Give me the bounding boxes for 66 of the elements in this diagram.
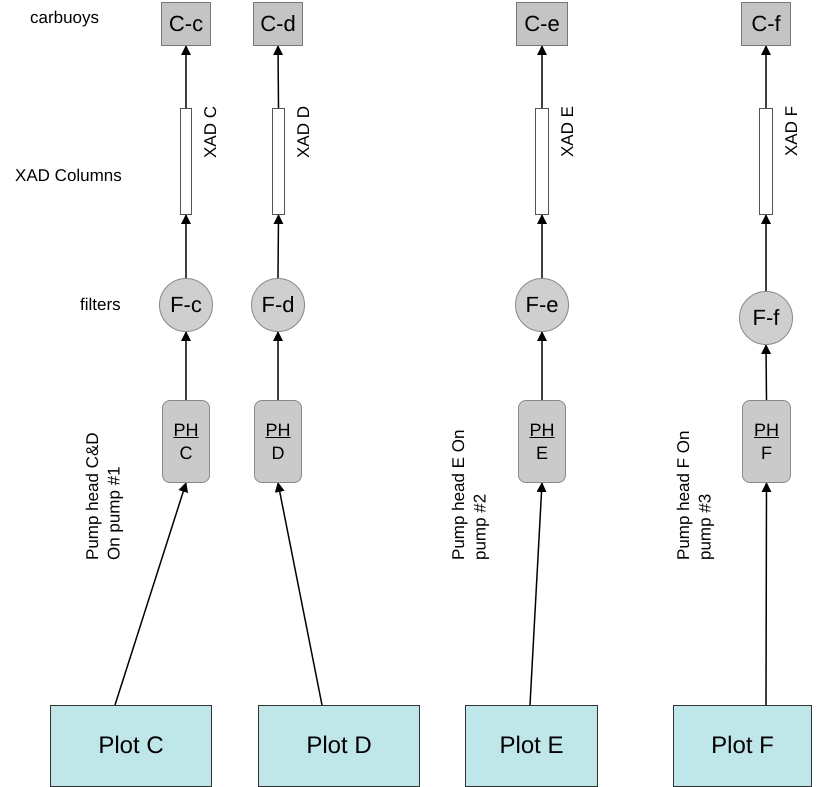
carboy-box <box>253 2 303 46</box>
node-label: Plot F <box>711 731 774 761</box>
pump-head-label: Pump head E On pump #2 <box>448 428 490 560</box>
xad-column <box>272 108 285 215</box>
arrow <box>181 331 191 400</box>
pump-head-abbreviation: PH <box>754 419 779 442</box>
arrow <box>761 214 771 291</box>
arrow <box>761 344 772 400</box>
arrow <box>761 45 771 108</box>
arrow <box>114 482 188 706</box>
node-label: C <box>180 442 192 464</box>
arrow <box>537 45 547 108</box>
arrow <box>761 482 772 705</box>
pump-head-box <box>518 400 566 483</box>
node-label: Plot E <box>499 731 564 761</box>
xad-column <box>535 108 549 215</box>
arrow <box>537 331 547 400</box>
column-label: XAD F <box>781 106 802 156</box>
arrow <box>537 214 547 278</box>
pump-head-box <box>742 400 791 483</box>
carboy-box <box>741 2 791 46</box>
plot-box <box>673 705 812 787</box>
pump-head-abbreviation: PH <box>529 419 554 442</box>
carboy-box <box>516 2 568 46</box>
column-label: XAD C <box>200 106 221 158</box>
row-label: XAD Columns <box>15 166 122 186</box>
pump-head-label: Pump head F On pump #3 <box>673 430 716 560</box>
node-label: F <box>761 442 772 464</box>
plot-box <box>465 705 598 787</box>
node-label: E <box>536 442 548 464</box>
arrow <box>273 331 283 400</box>
arrow <box>181 45 191 108</box>
filter-circle <box>159 278 213 332</box>
node-label: Plot D <box>306 731 372 761</box>
node-label: C-c <box>168 10 204 38</box>
node-label: D <box>272 442 284 464</box>
row-label: filters <box>80 295 121 315</box>
node-label: F-f <box>752 304 780 332</box>
node-label: Plot C <box>98 731 164 761</box>
column-label: XAD D <box>293 106 314 158</box>
xad-column <box>180 108 192 215</box>
plot-box <box>50 705 212 787</box>
xad-column <box>759 108 773 215</box>
filter-circle <box>515 278 569 332</box>
arrow <box>273 45 284 108</box>
column-label: XAD E <box>557 106 578 158</box>
node-label: F-c <box>170 291 202 319</box>
pump-head-box <box>162 400 210 483</box>
plot-box <box>258 705 420 787</box>
node-label: F-e <box>526 291 558 319</box>
node-label: C-d <box>260 10 296 38</box>
carboy-box <box>161 2 211 46</box>
pump-head-abbreviation: PH <box>265 419 290 442</box>
node-label: C-f <box>751 10 781 38</box>
arrow <box>181 214 191 278</box>
arrow <box>273 214 284 278</box>
filter-circle <box>251 278 305 332</box>
pump-head-abbreviation: PH <box>173 419 198 442</box>
pump-head-box <box>254 400 302 483</box>
filter-circle <box>739 291 793 345</box>
arrow <box>274 482 323 706</box>
row-label: carbuoys <box>30 8 99 28</box>
arrow <box>529 482 546 706</box>
pump-head-label: Pump head C&D On pump #1 <box>82 431 124 560</box>
node-label: C-e <box>524 10 560 38</box>
node-label: F-d <box>262 291 294 319</box>
